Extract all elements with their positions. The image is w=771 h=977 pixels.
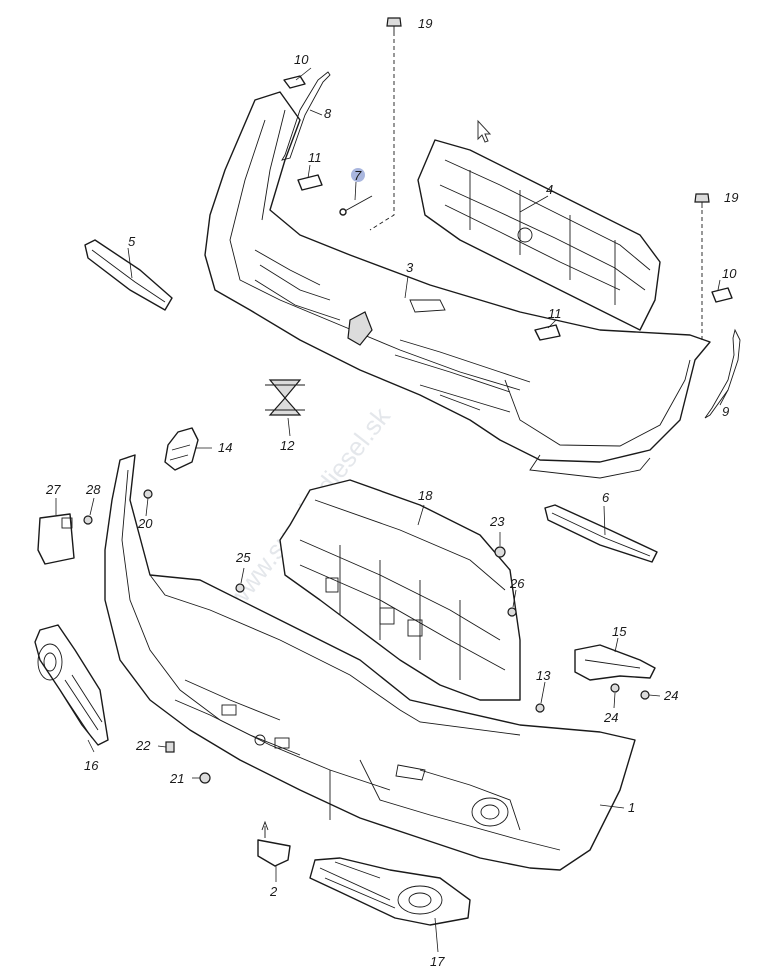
- part-15-bracket: [574, 644, 656, 681]
- callout-20: 20: [137, 516, 153, 531]
- callout-21: 21: [169, 771, 184, 786]
- part-19-clip-top: [386, 17, 402, 32]
- part-13-screw: [535, 703, 545, 713]
- callout-10-left: 10: [294, 52, 309, 67]
- guide-line-19-top: [369, 32, 395, 231]
- callout-1: 1: [628, 800, 635, 815]
- callout-3: 3: [406, 260, 414, 275]
- callout-23: 23: [489, 514, 505, 529]
- part-9-trim-strip: [704, 328, 741, 419]
- part-23-clip: [494, 546, 506, 558]
- part-14-bracket: [164, 427, 199, 471]
- part-4-support-bracket: [417, 139, 661, 331]
- part-12-emblem: [265, 379, 305, 416]
- part-8-trim-strip: [281, 71, 331, 161]
- part-11-pad-left: [297, 174, 323, 191]
- callout-19-top: 19: [418, 16, 432, 31]
- part-16-left-grille: [34, 624, 109, 746]
- part-2-tow-cover: [257, 839, 291, 867]
- part-28-screw: [83, 515, 93, 525]
- callout-14: 14: [218, 440, 232, 455]
- callout-16: 16: [84, 758, 99, 773]
- part-24-screw-b: [640, 690, 650, 700]
- part-10-pad-right: [711, 287, 733, 303]
- callout-11-left: 11: [308, 150, 322, 165]
- part-10-pad-left: [283, 75, 306, 89]
- callout-5: 5: [128, 234, 136, 249]
- callout-7: 7: [354, 168, 362, 183]
- leader-lines: [55, 67, 729, 953]
- part-2-arrow: [261, 820, 269, 838]
- part-6-right-molding: [544, 504, 658, 563]
- mouse-cursor-icon: [477, 119, 492, 143]
- callout-19-right: 19: [724, 190, 738, 205]
- part-19-clip-right: [694, 193, 710, 208]
- part-27-side-marker: [37, 513, 75, 565]
- part-24-screw-a: [610, 683, 620, 693]
- part-17-right-grille: [309, 857, 471, 926]
- highlight-marker: [351, 168, 365, 182]
- callout-22: 22: [135, 738, 151, 753]
- callout-9: 9: [722, 404, 729, 419]
- part-22-clip: [165, 741, 175, 753]
- callout-2: 2: [269, 884, 278, 899]
- part-3-upper-frame: [204, 91, 711, 479]
- callout-12: 12: [280, 438, 295, 453]
- part-1-bumper-cover: [104, 454, 636, 871]
- callout-10-right: 10: [722, 266, 737, 281]
- part-7-bolt-head: [339, 208, 347, 216]
- callout-18: 18: [418, 488, 433, 503]
- part-18-absorber: [279, 479, 521, 701]
- callout-24-right: 24: [663, 688, 678, 703]
- callout-26: 26: [509, 576, 525, 591]
- callout-8: 8: [324, 106, 332, 121]
- callout-24-lower: 24: [603, 710, 618, 725]
- callout-13: 13: [536, 668, 551, 683]
- part-7-bolt: [342, 195, 373, 213]
- part-25-screw: [235, 583, 245, 593]
- callout-11-right: 11: [548, 306, 562, 321]
- callout-27: 27: [45, 482, 61, 497]
- callout-25: 25: [235, 550, 251, 565]
- callout-4: 4: [546, 182, 553, 197]
- callout-17: 17: [430, 954, 445, 969]
- part-27-marker-tab: [61, 517, 73, 529]
- part-21-bolt: [199, 772, 211, 784]
- callout-15: 15: [612, 624, 627, 639]
- callout-28: 28: [85, 482, 101, 497]
- part-20-screw: [143, 489, 153, 499]
- callout-6: 6: [602, 490, 610, 505]
- part-26-screw: [507, 607, 517, 617]
